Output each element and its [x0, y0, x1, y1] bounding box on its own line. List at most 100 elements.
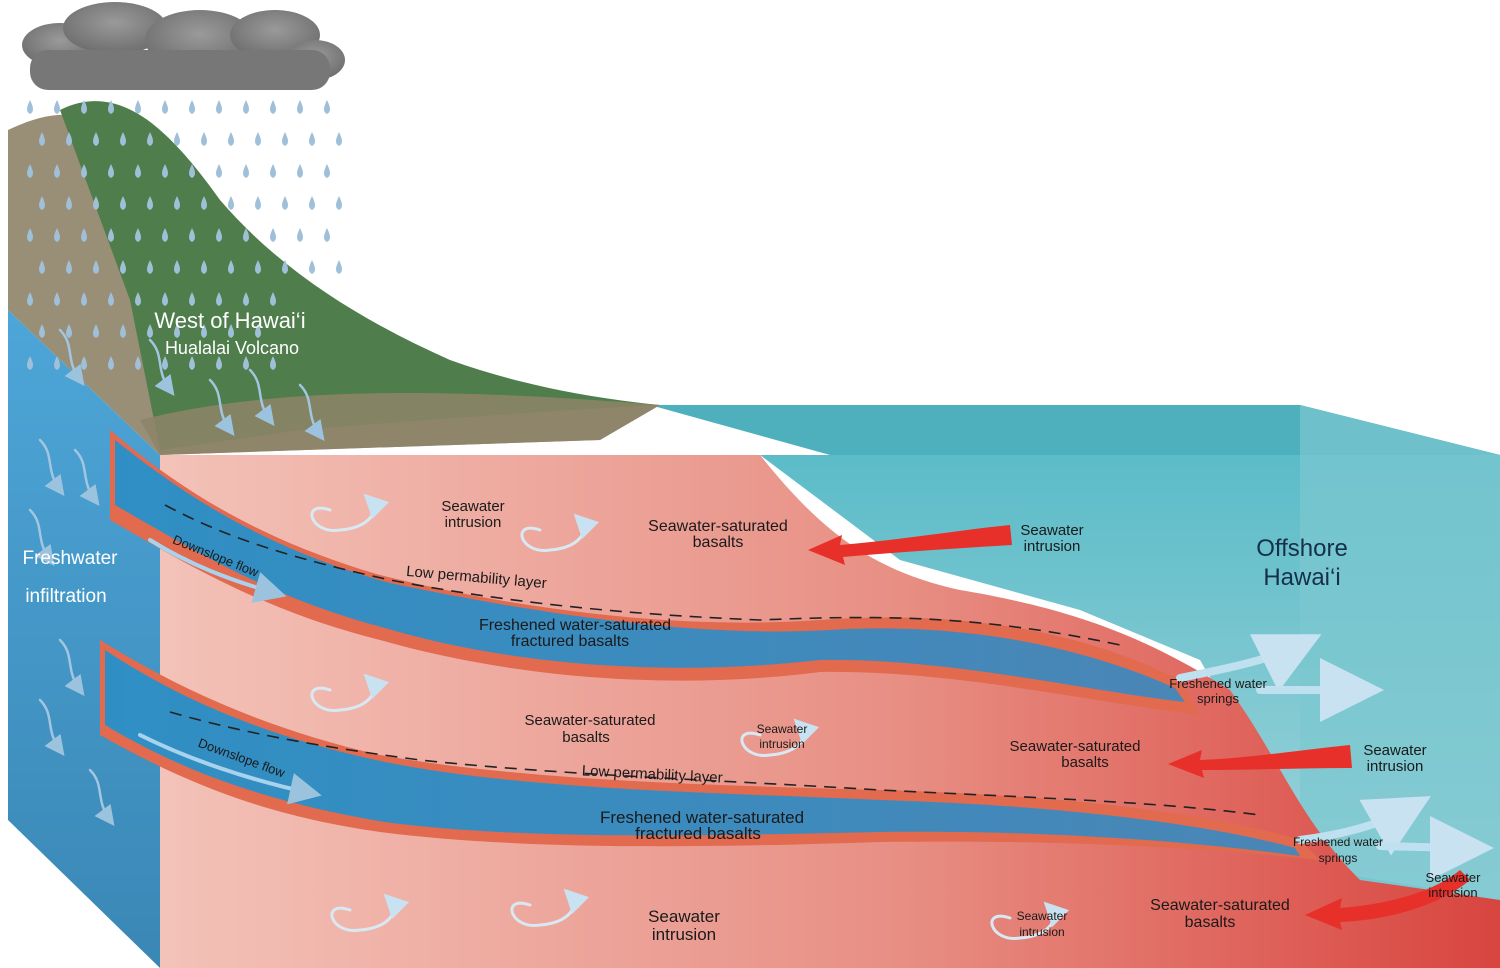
- rain-drop-icon: [270, 292, 276, 306]
- rain-drop-icon: [108, 292, 114, 306]
- middle-intrusion-right-1: Seawater: [1363, 742, 1426, 759]
- rain-drop-icon: [93, 132, 99, 146]
- infiltration-arrow-icon: [28, 508, 55, 567]
- rain-drop-icon: [39, 324, 45, 338]
- rain-drop-icon: [174, 260, 180, 274]
- rain-drop-icon: [120, 196, 126, 210]
- rain-drop-icon: [282, 196, 288, 210]
- rain-drop-icon: [201, 132, 207, 146]
- lower-freshened-2: fractured basalts: [635, 824, 761, 843]
- rain-drop-icon: [27, 356, 33, 370]
- rain-drop-icon: [309, 132, 315, 146]
- rain-drop-icon: [174, 324, 180, 338]
- middle-saturated-left-1: Seawater-saturated: [525, 712, 656, 729]
- rain-drop-icon: [324, 164, 330, 178]
- lower-springs-1: Freshened water: [1293, 835, 1383, 849]
- rain-drop-icon: [81, 164, 87, 178]
- circulation-arrow-icon: [520, 513, 600, 552]
- rain-drop-icon: [27, 100, 33, 114]
- rain-drop-icon: [108, 228, 114, 242]
- rain-drop-icon: [243, 356, 249, 370]
- rain-drop-icon: [54, 164, 60, 178]
- rain-drop-icon: [66, 324, 72, 338]
- rain-drop-icon: [309, 196, 315, 210]
- rain-drop-icon: [81, 228, 87, 242]
- rain-drop-icon: [324, 100, 330, 114]
- rain-drop-icon: [147, 260, 153, 274]
- rain-drop-icon: [120, 260, 126, 274]
- circulation-arrow-icon: [310, 493, 390, 532]
- rain-drop-icon: [243, 100, 249, 114]
- rain-drop-icon: [189, 356, 195, 370]
- rain-drop-icon: [27, 228, 33, 242]
- circulation-arrow-icon: [330, 893, 410, 932]
- infiltration-label-2: infiltration: [25, 586, 106, 607]
- infiltration-arrow-icon: [298, 383, 325, 442]
- rain-drop-icon: [336, 196, 342, 210]
- rain-drop-icon: [108, 356, 114, 370]
- rain-drop-icon: [228, 260, 234, 274]
- infiltration-label-1: Freshwater: [22, 548, 118, 569]
- middle-intrusion-1: Seawater: [757, 722, 808, 736]
- rain-drop-icon: [201, 260, 207, 274]
- rain-drop-icon: [162, 292, 168, 306]
- infiltration-arrow-icon: [88, 768, 115, 827]
- middle-saturated-right-2: basalts: [1061, 754, 1109, 771]
- infiltration-arrow-icon: [38, 438, 65, 497]
- rain-drop-icon: [243, 292, 249, 306]
- rain-drop-icon: [270, 356, 276, 370]
- lower-springs-2: springs: [1319, 851, 1358, 865]
- bottom-intrusion-2: intrusion: [652, 925, 716, 944]
- rain-drop-icon: [270, 100, 276, 114]
- rain-drop-icon: [162, 164, 168, 178]
- bottom-saturated-2: basalts: [1185, 914, 1236, 931]
- upper-freshened-1: Freshened water-saturated: [479, 617, 671, 634]
- rain-drop-icon: [174, 132, 180, 146]
- rain-drop-icon: [297, 100, 303, 114]
- rain-drop-icon: [108, 164, 114, 178]
- rain-drop-icon: [93, 260, 99, 274]
- rain-drop-icon: [162, 356, 168, 370]
- rain-drop-icon: [81, 292, 87, 306]
- volcano: [8, 101, 660, 456]
- upper-intrusion-right-1: Seawater: [1020, 522, 1083, 539]
- rain-drop-icon: [120, 324, 126, 338]
- bottom-intrusion-1: Seawater: [648, 907, 720, 926]
- rain-drop-icon: [228, 324, 234, 338]
- lower-intrusion-offshore-1: Seawater: [1426, 870, 1482, 885]
- rain-drop-icon: [93, 324, 99, 338]
- rain-drop-icon: [309, 260, 315, 274]
- infiltration-arrow-icon: [248, 368, 275, 427]
- circulation-arrows: [310, 493, 1070, 940]
- rain-drop-icon: [282, 132, 288, 146]
- rain-drop-icon: [66, 196, 72, 210]
- rain-drop-icon: [201, 196, 207, 210]
- circulation-arrow-icon: [510, 888, 590, 927]
- spring-arrows: [1176, 634, 1494, 880]
- infiltration-arrow-icon: [38, 698, 65, 757]
- rain-drop-icon: [297, 228, 303, 242]
- rain-drop-icon: [54, 100, 60, 114]
- rain-drops: [27, 100, 342, 370]
- bottom-saturated-1: Seawater-saturated: [1150, 897, 1290, 914]
- rain-drop-icon: [135, 164, 141, 178]
- rain-drop-icon: [336, 132, 342, 146]
- rain-drop-icon: [54, 292, 60, 306]
- rain-drop-icon: [147, 324, 153, 338]
- rain-drop-icon: [189, 100, 195, 114]
- cloud-icon: [22, 2, 345, 90]
- infiltration-arrow-icon: [73, 448, 100, 507]
- upper-saturated-1: Seawater-saturated: [648, 518, 788, 535]
- infiltration-arrow-icon: [208, 378, 235, 437]
- upper-aquifer: [110, 430, 1200, 715]
- rain-drop-icon: [108, 100, 114, 114]
- upper-springs-2: springs: [1197, 691, 1239, 706]
- infiltration-arrow-icon: [58, 638, 85, 697]
- infiltration-arrow-icon: [58, 328, 85, 387]
- lower-freshened-1: Freshened water-saturated: [600, 808, 804, 827]
- rain-drop-icon: [54, 356, 60, 370]
- rain-drop-icon: [39, 196, 45, 210]
- rain-drop-icon: [270, 164, 276, 178]
